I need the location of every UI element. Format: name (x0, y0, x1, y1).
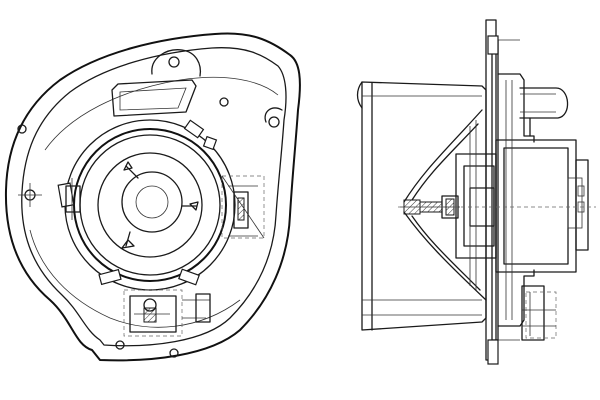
housing-inner-contour (21, 47, 287, 347)
mounting-ear-top-left (151, 49, 202, 77)
front-view (4, 32, 301, 362)
mounting-ear-bottom (115, 340, 179, 358)
mounting-ear-right (264, 107, 283, 128)
mounting-ear-left (17, 124, 42, 207)
mounting-hole-top (219, 97, 229, 107)
side-section-view (356, 19, 596, 365)
electrical-connector (221, 175, 265, 239)
housing-rim-line-2 (29, 229, 241, 328)
motor-hub-outer (97, 152, 203, 258)
motor-shaft (419, 195, 459, 219)
left-bracket (65, 178, 81, 220)
motor-mount-ring (73, 128, 227, 282)
bottom-terminal (123, 289, 211, 337)
hub-ribs (121, 161, 199, 249)
motor-hub-shaft (135, 185, 169, 219)
mounting-plate (485, 19, 520, 365)
motor-hub (121, 171, 183, 233)
vent-opening (111, 79, 197, 117)
wheel-hub-cone (400, 109, 487, 301)
housing-outer-flange (4, 32, 301, 362)
flange-profile (497, 73, 535, 327)
cooling-tube (519, 87, 569, 137)
vent-opening-inner (119, 87, 187, 111)
wheel-blade-edges (469, 120, 477, 290)
side-connector (521, 285, 557, 341)
motor-mount-ring-inner (79, 134, 221, 276)
